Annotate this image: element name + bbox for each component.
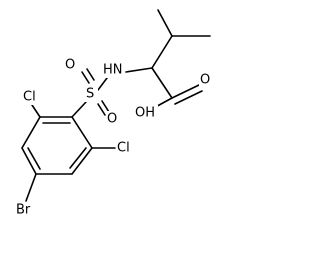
bond-isopropyl-alpha (151, 35, 173, 69)
ring-bond-6 (71, 116, 93, 149)
atom-sulfonyl-oxygen-left: O (64, 57, 78, 73)
atom-chlorine-upper: Cl (22, 89, 39, 105)
bond-so-right-b (101, 100, 110, 113)
atom-bromine: Br (15, 202, 35, 218)
atom-nh: HN (102, 62, 124, 78)
svg-text:OH: OH (135, 106, 155, 121)
svg-text:S: S (86, 87, 94, 102)
chemical-structure: HN S O O OH O Cl Cl Br (15, 9, 213, 218)
svg-text:Br: Br (16, 203, 31, 218)
ring-bond-3-inner (27, 147, 41, 170)
svg-text:Cl: Cl (23, 90, 36, 105)
atom-carbonyl-oxygen: O (199, 72, 213, 88)
atom-hydroxyl: OH (134, 105, 158, 121)
ring-bond-5-inner (69, 147, 87, 169)
svg-text:O: O (107, 112, 117, 127)
ring-bond-5 (71, 147, 93, 175)
atom-chlorine-lower: Cl (116, 140, 133, 156)
bond-carbonyl-a (171, 84, 200, 99)
svg-text:O: O (200, 73, 210, 88)
svg-text:O: O (65, 58, 75, 73)
svg-text:Cl: Cl (117, 141, 130, 156)
bond-so-left-a (81, 71, 90, 84)
atom-sulfur: S (85, 86, 98, 102)
bond-sulfur-ring (71, 101, 87, 118)
bond-alpha-carboxyl (151, 67, 173, 99)
bond-alpha-nh (125, 67, 153, 73)
bond-carbonyl-b (174, 90, 203, 105)
svg-text:HN: HN (103, 63, 123, 78)
bond-methyl-left (157, 9, 173, 37)
bond-ring-br (25, 173, 37, 202)
bond-ring-cl-upper (31, 104, 41, 118)
atom-sulfonyl-oxygen-right: O (106, 111, 120, 127)
ring-bond-2 (21, 116, 41, 149)
ring-bond-3 (21, 147, 37, 175)
bond-so-right-a (97, 103, 106, 116)
bond-so-left-b (86, 68, 95, 81)
